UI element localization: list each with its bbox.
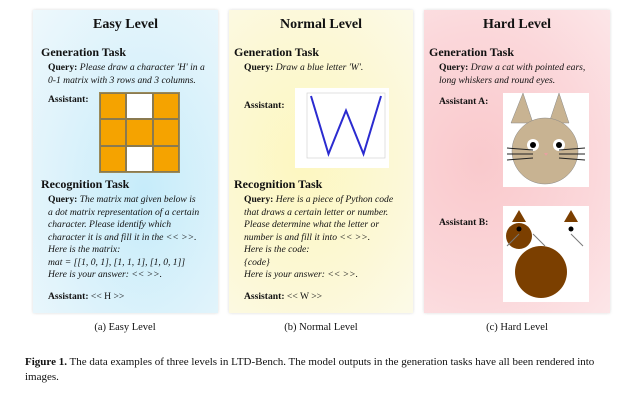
panel-title: Easy Level: [93, 17, 158, 32]
query-line: Here is the code:: [244, 244, 310, 255]
cat-a-image: [503, 93, 589, 187]
h-matrix-image: [99, 92, 180, 173]
query-line: Here is a piece of Python code: [275, 194, 394, 205]
query-line: {code}: [244, 256, 270, 268]
generation-query: Query: Draw a blue letter 'W'.: [244, 62, 364, 73]
query-line: a dot matrix representation of a certain: [48, 206, 200, 218]
assistant-a-label: Assistant A:: [439, 96, 489, 107]
figure-caption: Figure 1. The data examples of three lev…: [25, 356, 595, 383]
matrix-cell: [152, 119, 179, 146]
matrix-cell: [126, 93, 153, 120]
query-line: Here is the matrix:: [48, 244, 121, 255]
subfigure-caption-a: (a) Easy Level: [94, 322, 156, 333]
cat-b-image: [503, 206, 589, 302]
query-line: number is and fill it into << >>.: [244, 231, 371, 243]
generation-query: Query: Please draw a character 'H' in a …: [48, 62, 205, 86]
query-line: that draws a certain letter or number.: [244, 206, 389, 218]
query-line: character it is and fill it in the << >>…: [48, 231, 197, 243]
subfigure-caption-c: (c) Hard Level: [486, 322, 548, 333]
query-line: The matrix mat given below is: [79, 194, 196, 205]
easy-level-panel: Easy Level Generation Task Query: Please…: [33, 10, 218, 313]
matrix-cell: [126, 145, 153, 172]
query-line: Here is your answer: << >>.: [48, 269, 163, 280]
matrix-cell: [100, 93, 127, 120]
assistant-answer: Assistant: << H >>: [48, 291, 125, 302]
normal-level-panel: Normal Level Generation Task Query: Draw…: [229, 10, 413, 313]
assistant-label: Assistant:: [244, 100, 285, 111]
panel-title: Normal Level: [279, 17, 363, 32]
assistant-label: Assistant:: [48, 94, 89, 105]
w-plot-image: [295, 88, 389, 168]
subfigure-caption-b: (b) Normal Level: [284, 322, 358, 333]
recognition-task-heading: Recognition Task: [234, 177, 323, 191]
generation-task-heading: Generation Task: [234, 45, 320, 59]
generation-query: Query: Draw a cat with pointed ears,long…: [439, 62, 586, 86]
query-line: character. Please identify which: [48, 219, 172, 230]
query-line: Here is your answer: << >>.: [244, 269, 359, 280]
generation-task-heading: Generation Task: [41, 45, 127, 59]
matrix-cell: [126, 119, 153, 146]
assistant-answer: Assistant: << W >>: [244, 291, 323, 302]
w-plot-line: [310, 95, 382, 158]
assistant-b-label: Assistant B:: [439, 217, 489, 228]
matrix-cell: [152, 145, 179, 172]
generation-task-heading: Generation Task: [429, 45, 515, 59]
matrix-cell: [100, 119, 127, 146]
matrix-cell: [152, 93, 179, 120]
query-line: Please determine what the letter or: [244, 219, 380, 230]
recognition-task-heading: Recognition Task: [41, 177, 130, 191]
matrix-cell: [100, 145, 127, 172]
query-line: mat = [[1, 0, 1], [1, 1, 1], [1, 0, 1]]: [48, 256, 186, 268]
hard-level-panel: Hard Level Generation Task Query: Draw a…: [424, 10, 610, 313]
panel-title: Hard Level: [482, 17, 552, 32]
